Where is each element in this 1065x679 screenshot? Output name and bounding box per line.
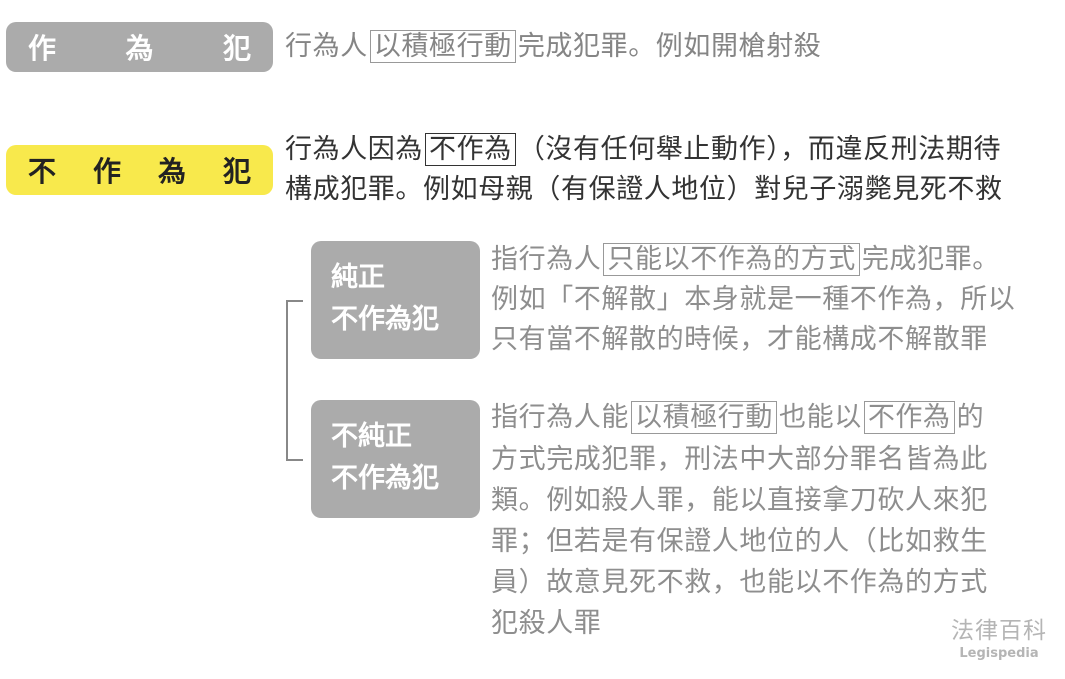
omission-label: 不 作 為 犯 [6,145,273,195]
highlight-box: 以積極行動 [369,30,516,63]
text-line: 犯殺人罪 [491,608,602,639]
text-line: 指行為人只能以不作為的方式完成犯罪。 [491,240,1015,280]
text-line: 例如「不解散」本身就是一種不作為，所以 [491,284,1016,315]
text: 指行為人 [491,244,602,275]
label-line: 不作為犯 [331,304,439,335]
text: 完成犯罪。 [861,244,1000,275]
label-line: 不純正 [331,421,412,452]
text: 完成犯罪。例如開槍射殺 [517,31,822,62]
label-line: 不作為犯 [331,463,439,494]
text-line: 員）故意見死不救，也能以不作為的方式 [491,567,988,598]
label-char: 犯 [222,32,251,65]
text: 也能以 [779,402,862,433]
legispedia-logo: 法律百科 Legispedia [946,617,1052,663]
pure-omission-description: 指行為人只能以不作為的方式完成犯罪。 例如「不解散」本身就是一種不作為，所以 只… [491,240,1015,360]
label-char: 不 [28,155,57,188]
text-line: 行為人因為不作為（沒有任何舉止動作），而違反刑法期待 [285,130,1003,170]
pure-omission-label: 純正 不作為犯 [311,241,480,359]
text-line: 指行為人能以積極行動也能以不作為的 [491,398,988,438]
highlight-box: 以積極行動 [631,401,777,434]
logo-cn: 法律百科 [951,618,1047,644]
highlight-box: 不作為 [425,133,516,166]
label-char: 作 [28,32,57,65]
logo-en: Legispedia [959,646,1039,661]
text-line: 只有當不解散的時候，才能構成不解散罪 [491,324,988,355]
text-line: 構成犯罪。例如母親（有保證人地位）對兒子溺斃見死不救 [285,174,1003,205]
bracket-tick [286,300,303,302]
text: 的 [956,402,985,433]
omission-description: 行為人因為不作為（沒有任何舉止動作），而違反刑法期待 構成犯罪。例如母親（有保證… [285,130,1003,210]
highlight-box: 只能以不作為的方式 [603,243,860,276]
commission-label: 作 為 犯 [6,22,273,72]
bracket-line [286,300,288,460]
text: 行為人 [285,31,368,62]
text: （沒有任何舉止動作），而違反刑法期待 [517,134,1002,165]
label-char: 為 [157,155,186,188]
label-char: 犯 [222,155,251,188]
highlight-box: 不作為 [863,401,955,434]
text-line: 方式完成犯罪，刑法中大部分罪名皆為此 [491,444,988,475]
bracket-tick [286,459,303,461]
text-line: 類。例如殺人罪，能以直接拿刀砍人來犯 [491,485,988,516]
text: 指行為人能 [491,402,629,433]
label-char: 作 [92,155,121,188]
impure-omission-description: 指行為人能以積極行動也能以不作為的 方式完成犯罪，刑法中大部分罪名皆為此 類。例… [491,398,988,644]
text-line: 罪；但若是有保證人地位的人（比如救生 [491,526,988,557]
impure-omission-label: 不純正 不作為犯 [311,400,480,518]
label-line: 純正 [331,262,385,293]
text: 行為人因為 [285,134,423,165]
label-char: 為 [125,32,154,65]
commission-description: 行為人以積極行動完成犯罪。例如開槍射殺 [285,27,821,67]
